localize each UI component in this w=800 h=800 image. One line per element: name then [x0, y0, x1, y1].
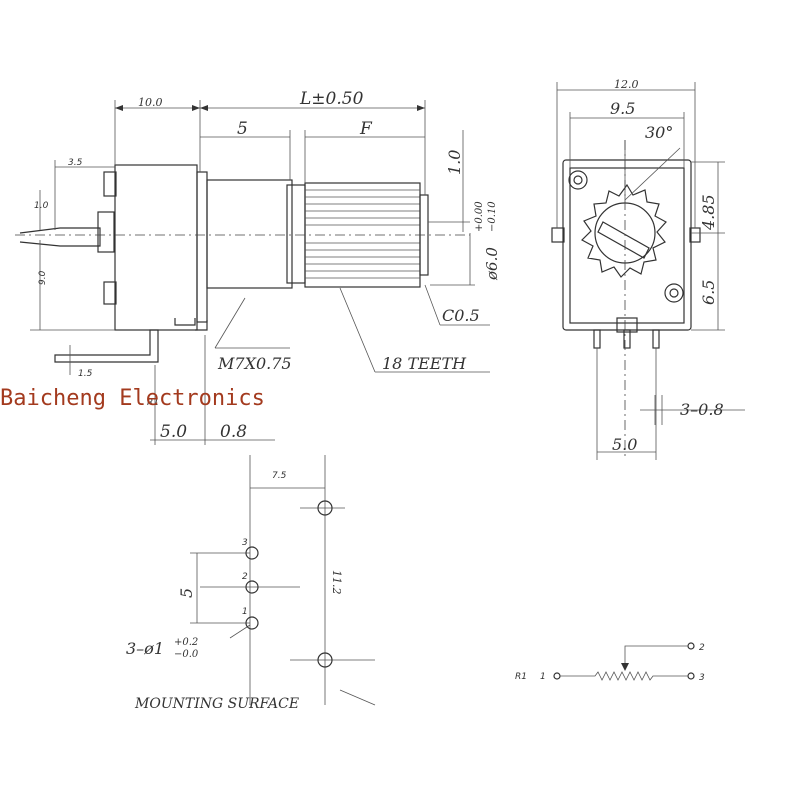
schematic-pin-3: 3	[699, 673, 705, 683]
dim-diameter-tol-top: +0.00	[474, 201, 485, 232]
schematic-pin-2: 2	[699, 643, 705, 653]
dim-slot-depth: 1.0	[445, 150, 464, 175]
mount-pad-top	[317, 500, 333, 516]
dim-diameter-tol-bottom: −0.10	[487, 201, 498, 232]
flange	[196, 171, 208, 323]
mount-pad-bottom	[317, 652, 333, 668]
teeth-label: 18 TEETH	[382, 354, 467, 373]
mounting-surface-label: MOUNTING SURFACE	[134, 696, 299, 712]
schematic-ref: R1	[515, 672, 527, 682]
pin-2-label: 2	[242, 572, 248, 582]
footprint-dimension-lines	[190, 455, 376, 706]
thread-label: M7X0.75	[217, 354, 292, 373]
node-3	[687, 672, 695, 680]
terminal-tab	[103, 281, 117, 305]
dim-12-0: 12.0	[614, 78, 639, 91]
rotor-slot	[597, 221, 650, 259]
dim-1-5: 1.5	[78, 369, 93, 379]
rear-shaft	[19, 227, 101, 247]
node-2	[687, 642, 695, 650]
dim-3-5: 3.5	[68, 158, 83, 168]
dim-6-5: 6.5	[699, 280, 718, 305]
flange-foot	[174, 318, 208, 331]
dim-pin-pitch: 5	[177, 588, 196, 598]
footprint-view: 7.5 11.2 5 3 2 1 3–ø1 +0.2 −0.0 MOUNTING…	[126, 455, 376, 712]
hole-spec: 3–ø1	[126, 639, 164, 658]
hole-tol-top: +0.2	[174, 637, 198, 648]
dim-5-0: 5.0	[160, 422, 187, 442]
pad-3	[245, 546, 259, 560]
mount-hole	[664, 283, 684, 303]
dim-9-5: 9.5	[610, 99, 635, 118]
wiper-line	[624, 645, 688, 669]
threaded-bushing	[206, 179, 293, 289]
front-housing-inner	[569, 167, 685, 324]
dim-front-5-0: 5.0	[612, 435, 637, 454]
pad-2	[245, 580, 259, 594]
terminal-tab	[103, 171, 117, 197]
terminal-tab	[97, 211, 115, 253]
pin-3-label: 3	[242, 538, 248, 548]
pad-1	[245, 616, 259, 630]
front-pin	[623, 329, 631, 349]
dim-4-85: 4.85	[699, 194, 718, 231]
watermark: Baicheng Electronics	[0, 386, 265, 411]
dim-9-0: 9.0	[38, 270, 48, 285]
dim-bushing-length: 5	[237, 119, 248, 139]
schematic: R1 1 2 3	[515, 642, 705, 683]
front-pin	[652, 329, 660, 349]
dim-R1: R1	[147, 398, 159, 408]
node-1	[553, 672, 561, 680]
dim-10: 10.0	[138, 96, 163, 109]
housing-body	[114, 164, 198, 331]
chamfer-label: C0.5	[442, 306, 480, 325]
dim-overall-length: L±0.50	[299, 89, 364, 109]
side-tab	[551, 227, 565, 243]
dim-11-2: 11.2	[330, 570, 343, 595]
side-arrows	[115, 105, 425, 111]
front-view: 12.0 9.5 30° 4.85 6.5 3–0.8 5.0	[551, 78, 745, 460]
pin-1-label: 1	[242, 607, 248, 617]
dim-3-0-8: 3–0.8	[680, 400, 724, 419]
dim-0-8: 0.8	[220, 422, 247, 442]
dim-1-0-small: 1.0	[34, 201, 49, 211]
mount-hole	[568, 170, 588, 190]
side-view: 10.0 L±0.50 5 F 1.0 3.5 1.0 9.0 R1 1.5 ø…	[15, 89, 501, 445]
wiper-arrow	[621, 663, 629, 671]
dim-shaft-diameter: ø6.0	[483, 247, 501, 281]
hole-tol-bottom: −0.0	[174, 649, 199, 660]
bottom-pin	[54, 329, 159, 363]
schematic-pin-1: 1	[540, 672, 546, 682]
toothed-rotor	[581, 183, 667, 278]
center-stub	[616, 317, 638, 333]
side-dimension-lines	[30, 100, 490, 445]
dim-F: F	[359, 119, 373, 139]
dim-7-5: 7.5	[272, 471, 287, 481]
angle-30: 30°	[645, 123, 673, 142]
front-pin	[593, 329, 601, 349]
bushing-step	[286, 184, 306, 284]
knurl-lines	[305, 189, 420, 279]
front-dimension-lines	[556, 82, 745, 460]
resistor-zigzag	[560, 671, 688, 681]
